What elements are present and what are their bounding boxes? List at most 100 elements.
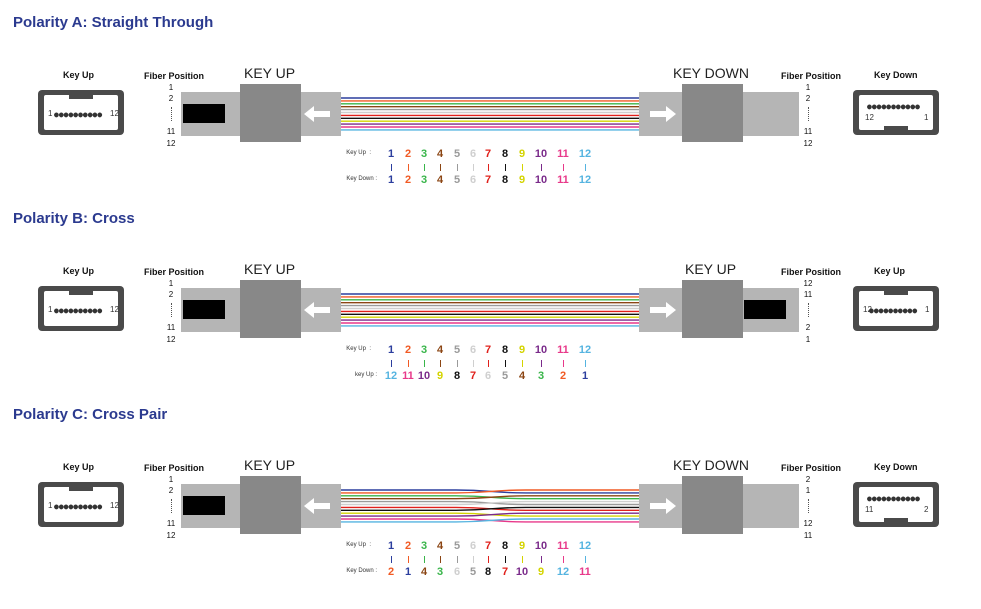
left-connector-label: KEY UP <box>244 457 296 473</box>
map-bottom-number: 2 <box>559 370 567 382</box>
map-top-number: 7 <box>484 540 492 552</box>
map-top-number: 6 <box>469 344 477 356</box>
map-bottom-number: 8 <box>501 174 509 186</box>
map-connector-tick <box>391 360 392 367</box>
map-connector-tick <box>488 360 489 367</box>
left-position-1: 1 <box>168 83 174 92</box>
right-position-2: 2 <box>805 94 811 103</box>
right-position-3: 12 <box>803 519 813 528</box>
map-connector-tick <box>522 164 523 171</box>
polarity-section-1: Polarity A: Straight Through Key Up Fibe… <box>0 0 981 196</box>
map-bottom-number: 2 <box>387 566 395 578</box>
left-connector-label: KEY UP <box>244 65 296 81</box>
left-mpo-end-face: 1 ●●●●●●●●●● 12 <box>38 482 124 527</box>
map-top-number: 9 <box>518 344 526 356</box>
map-bottom-label: Key Down : <box>346 568 377 574</box>
map-top-number: 7 <box>484 344 492 356</box>
right-ferrule <box>744 300 786 319</box>
map-connector-tick <box>488 556 489 563</box>
right-arrow-icon <box>650 106 676 122</box>
map-connector-tick <box>424 360 425 367</box>
map-top-label: Key Up : <box>346 346 371 352</box>
right-arrow-icon <box>650 498 676 514</box>
left-face-number-b: 12 <box>110 501 119 510</box>
right-face-label: Key Down <box>874 70 918 80</box>
map-top-number: 5 <box>453 148 461 160</box>
map-top-label: Key Up : <box>346 150 371 156</box>
fiber-strand-6 <box>341 500 639 506</box>
left-face-number-b: 12 <box>110 305 119 314</box>
left-fiber-position-label: Fiber Position <box>144 71 205 81</box>
map-connector-tick <box>473 164 474 171</box>
right-position-ellipsis <box>808 499 811 513</box>
left-face-label: Key Up <box>63 70 95 80</box>
left-arrow-icon <box>304 106 330 122</box>
map-bottom-number: 5 <box>501 370 509 382</box>
right-face-number-a: 11 <box>865 505 874 514</box>
left-position-3: 11 <box>166 323 176 332</box>
map-top-number: 9 <box>518 540 526 552</box>
left-position-2: 2 <box>168 486 174 495</box>
map-connector-tick <box>522 360 523 367</box>
left-connector-label: KEY UP <box>244 261 296 277</box>
map-bottom-number: 10 <box>534 174 548 186</box>
map-top-number: 6 <box>469 148 477 160</box>
right-face-number-a: 12 <box>865 113 874 122</box>
map-bottom-number: 11 <box>557 174 569 186</box>
map-bottom-number: 8 <box>484 566 492 578</box>
right-mpo-end-face: ●●●●●●●●●● 12 1 <box>853 286 939 331</box>
fiber-strand-10 <box>341 512 639 517</box>
right-mpo-end-face: ●●●●●●●●●●● 12 1 <box>853 90 939 135</box>
left-position-3: 11 <box>166 127 176 136</box>
map-top-number: 4 <box>436 540 444 552</box>
left-arrow-icon <box>304 302 330 318</box>
right-connector-housing <box>682 84 743 142</box>
map-top-number: 10 <box>534 148 548 160</box>
section-title: Polarity B: Cross <box>13 210 135 227</box>
map-connector-tick <box>541 164 542 171</box>
left-ferrule <box>183 300 225 319</box>
map-bottom-label: key Up : <box>354 372 377 378</box>
map-top-number: 5 <box>453 540 461 552</box>
right-position-2: 1 <box>805 486 811 495</box>
left-face-number-a: 1 <box>48 305 53 314</box>
map-connector-tick <box>440 360 441 367</box>
right-position-2: 11 <box>803 290 813 299</box>
left-face-key <box>69 291 93 295</box>
right-position-ellipsis <box>808 303 811 317</box>
right-position-4: 12 <box>803 139 813 148</box>
left-face-key <box>69 95 93 99</box>
map-connector-tick <box>473 360 474 367</box>
right-face-number-a: 12 <box>863 305 872 314</box>
left-position-2: 2 <box>168 94 174 103</box>
map-top-number: 1 <box>387 540 395 552</box>
right-face-label: Key Up <box>874 266 906 276</box>
map-connector-tick <box>541 360 542 367</box>
right-connector-boot <box>743 92 799 136</box>
map-bottom-number: 6 <box>484 370 492 382</box>
map-bottom-number: 7 <box>469 370 477 382</box>
map-top-number: 1 <box>387 344 395 356</box>
left-face-label: Key Up <box>63 266 95 276</box>
map-bottom-number: 1 <box>581 370 589 382</box>
left-position-4: 12 <box>166 335 176 344</box>
fiber-strand-4 <box>341 495 639 500</box>
left-position-ellipsis <box>171 107 174 121</box>
fiber-strand-12 <box>341 518 639 523</box>
map-connector-tick <box>541 556 542 563</box>
right-face-fiber-dots: ●●●●●●●●●● <box>869 306 918 315</box>
right-fiber-position-label: Fiber Position <box>781 71 842 81</box>
map-connector-tick <box>457 556 458 563</box>
left-face-number-a: 1 <box>48 109 53 118</box>
map-bottom-number: 11 <box>402 370 414 382</box>
left-position-1: 1 <box>168 279 174 288</box>
right-connector-housing <box>682 476 743 534</box>
map-bottom-number: 9 <box>436 370 444 382</box>
map-connector-tick <box>488 164 489 171</box>
map-bottom-number: 2 <box>404 174 412 186</box>
map-top-number: 8 <box>501 344 509 356</box>
map-connector-tick <box>408 360 409 367</box>
fiber-ribbon-cable <box>341 97 639 131</box>
map-top-label: Key Up : <box>346 542 371 548</box>
map-bottom-number: 3 <box>420 174 428 186</box>
